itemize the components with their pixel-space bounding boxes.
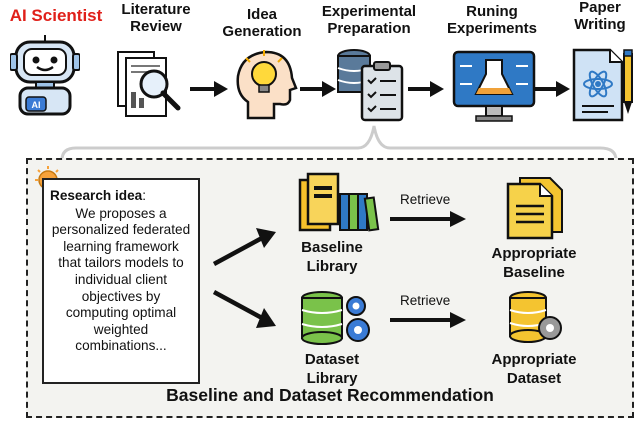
ai-scientist-title: AI Scientist xyxy=(9,6,103,25)
stage-label-idea: Idea Generation xyxy=(222,6,302,40)
stage-label-writing: Paper Writing xyxy=(574,0,626,33)
idea-arrows xyxy=(212,228,276,328)
pipeline-arrow-2 xyxy=(300,81,336,97)
retrieve-arrow-bottom xyxy=(390,312,466,328)
robot-icon: AI xyxy=(10,35,80,116)
retrieve-arrow-top xyxy=(390,211,466,227)
literature-review-icon xyxy=(117,51,181,117)
pipeline-arrow-4 xyxy=(534,81,570,97)
research-idea-heading: Research idea: xyxy=(50,188,146,203)
stage-label-preparation: Experimental Preparation xyxy=(321,3,417,37)
research-idea-text: We proposes a personalized federated lea… xyxy=(51,205,191,354)
idea-generation-icon xyxy=(236,50,298,120)
appropriate-baseline-icon xyxy=(506,177,563,240)
retrieve-label-top: Retrieve xyxy=(400,192,451,207)
appropriate-dataset-icon xyxy=(509,291,562,343)
dataset-library-label: Dataset Library xyxy=(304,351,360,387)
appropriate-dataset-label: Appropriate Dataset xyxy=(491,351,577,387)
robot-badge: AI xyxy=(32,100,41,110)
experimental-preparation-icon xyxy=(337,49,404,122)
recommendation-title: Baseline and Dataset Recommendation xyxy=(166,385,494,405)
dataset-library-icon xyxy=(301,291,370,345)
running-experiments-icon xyxy=(452,50,536,122)
pipeline-arrow-3 xyxy=(408,81,444,97)
retrieve-label-bottom: Retrieve xyxy=(400,293,451,308)
appropriate-baseline-label: Appropriate Baseline xyxy=(491,245,577,281)
stage-label-literature: Literature Review xyxy=(121,1,191,35)
baseline-library-icon xyxy=(298,172,380,232)
preparation-brace xyxy=(60,125,618,161)
baseline-library-label: Baseline Library xyxy=(301,239,363,275)
paper-writing-icon xyxy=(572,48,633,122)
research-idea-box: Research idea: We proposes a personalize… xyxy=(42,178,200,384)
pipeline-arrow-1 xyxy=(190,81,228,97)
stage-label-running: Runing Experiments xyxy=(446,3,538,37)
